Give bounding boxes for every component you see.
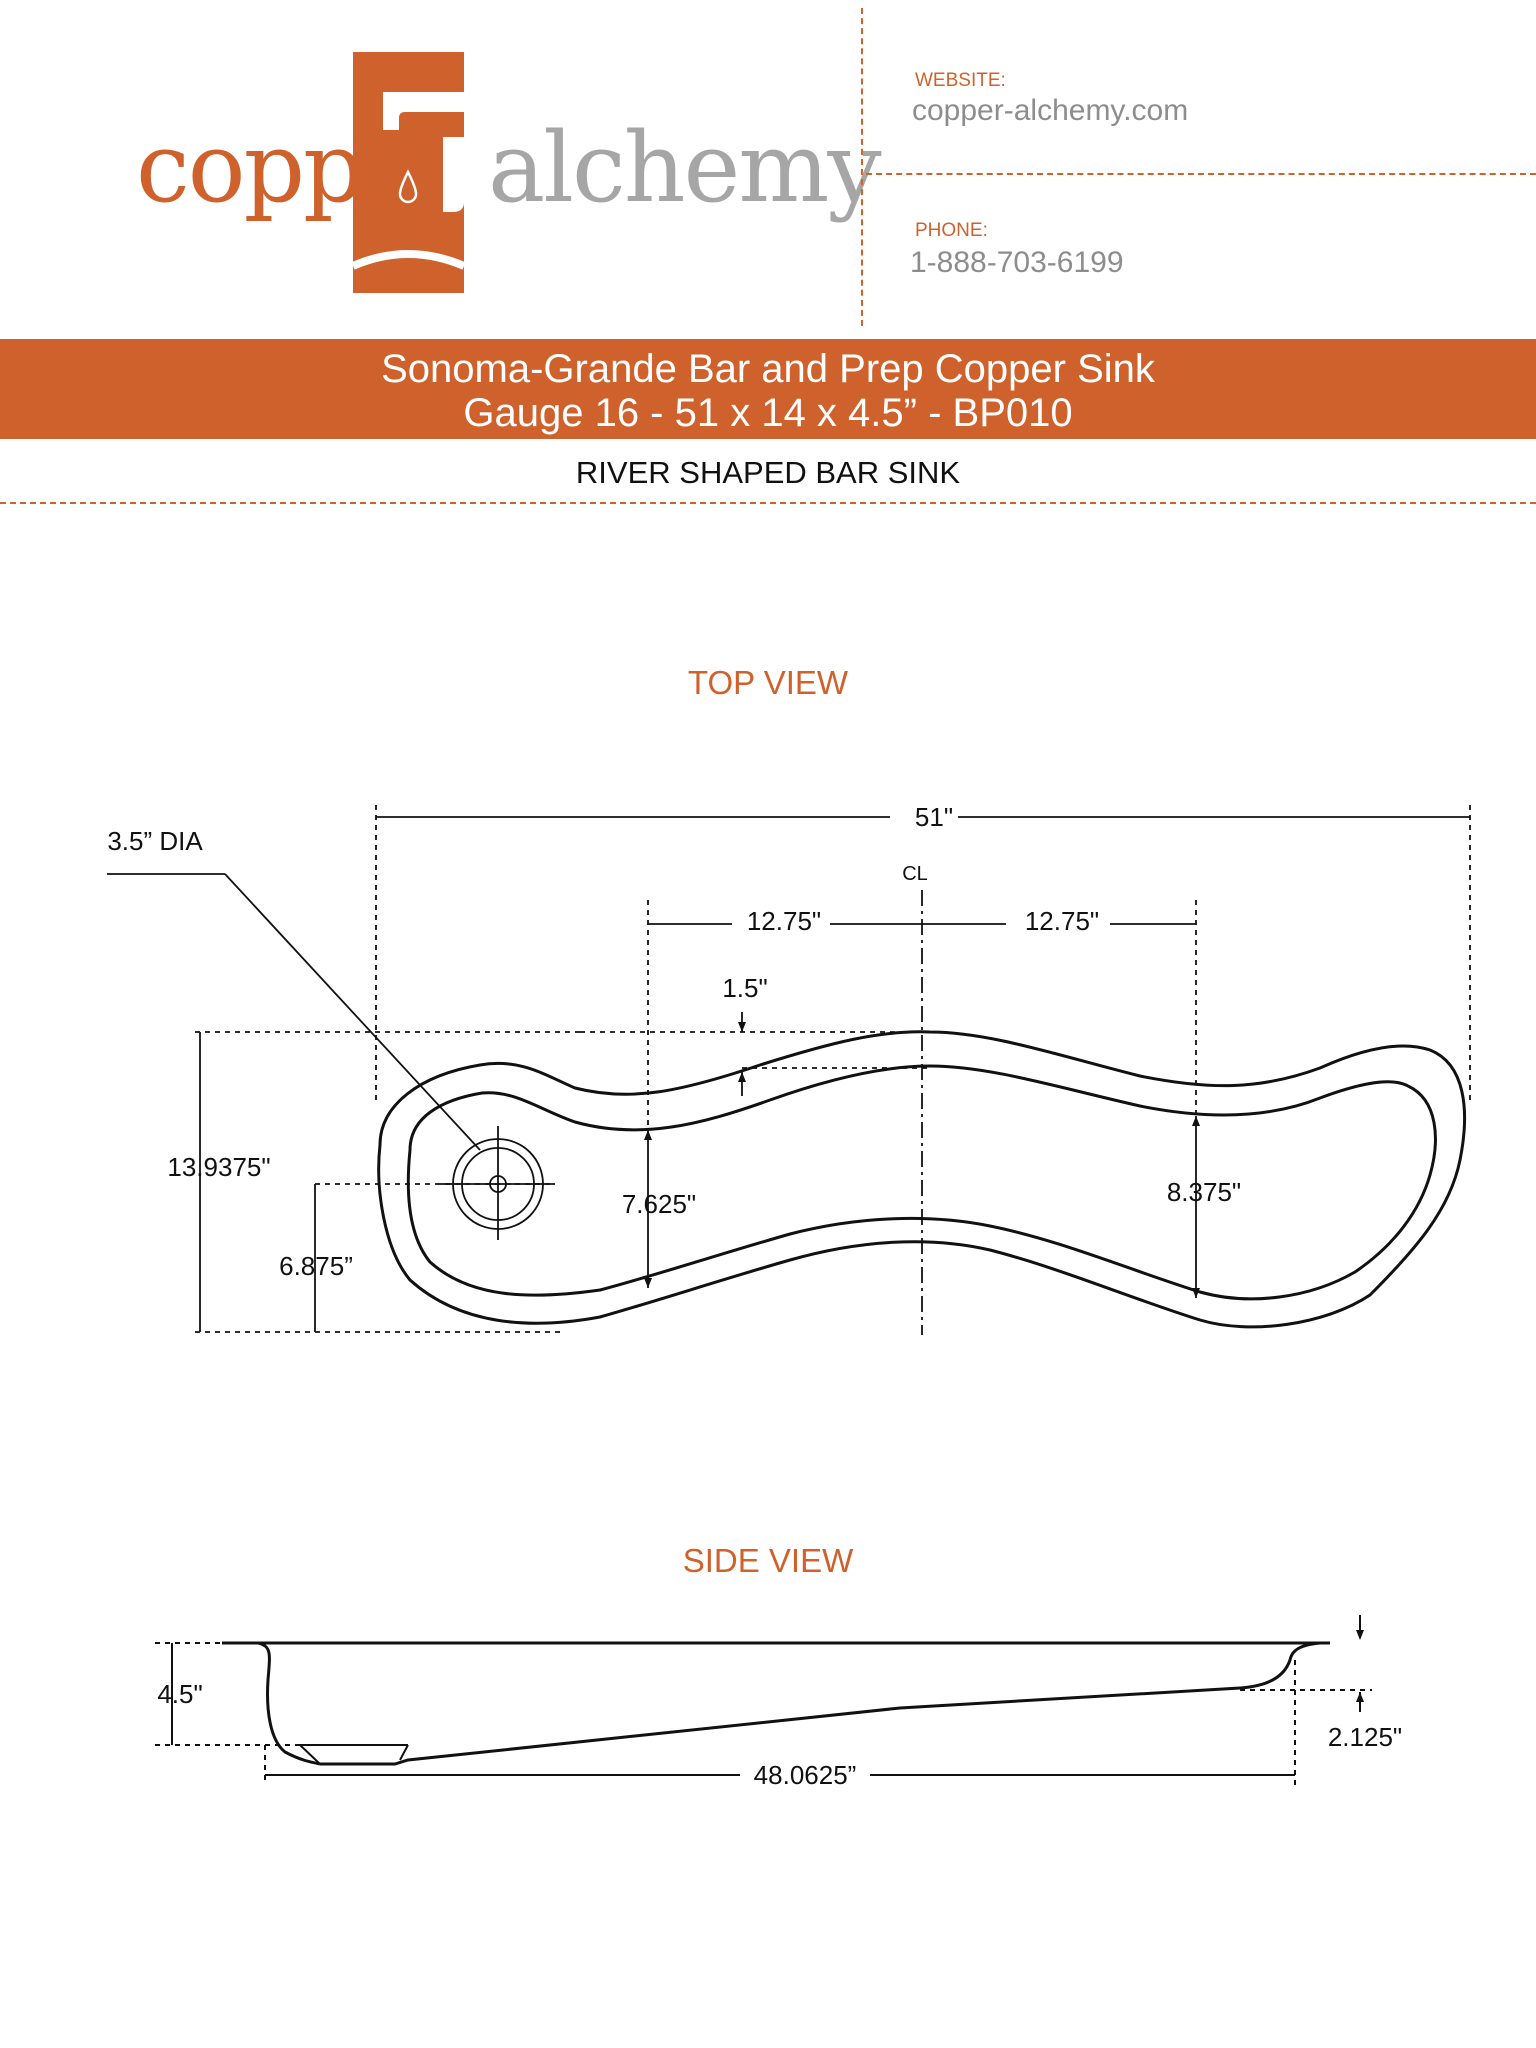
drain-dia-label: 3.5” DIA (107, 826, 203, 856)
logo-alchemy-text: alchemy (488, 112, 882, 224)
side-drain-right (399, 1744, 409, 1761)
side-48-label: 48.0625” (754, 1760, 857, 1790)
side-drain-left (299, 1744, 321, 1765)
product-subtitle: RIVER SHAPED BAR SINK (575, 455, 961, 490)
dim-7625-label: 7.625" (622, 1189, 696, 1219)
side-basin-bottom (320, 1641, 1321, 1766)
dim-8375-label: 8.375" (1167, 1177, 1241, 1207)
phone-number: 1-888-703-6199 (910, 246, 1124, 279)
dim-dip-label: 1.5" (722, 973, 767, 1003)
title-banner: Sonoma-Grande Bar and Prep Copper Sink G… (0, 339, 1536, 439)
sink-outer-rim (377, 1030, 1466, 1329)
dip-arrowhead-top (738, 1022, 746, 1032)
arrowhead-7625-top (644, 1130, 652, 1140)
header-vertical-divider (861, 8, 863, 326)
phone-label: PHONE: (915, 220, 988, 241)
dim-51-label: 51" (915, 802, 953, 832)
dip-arrowhead-bottom (738, 1072, 746, 1082)
dim-1275-left-label: 12.75" (747, 906, 821, 936)
side-2125-label: 2.125" (1328, 1722, 1402, 1752)
website-link[interactable]: copper-alchemy.com (912, 94, 1189, 127)
arrowhead-7625-bottom (644, 1278, 652, 1288)
arrowhead-8375-top (1192, 1116, 1200, 1126)
sink-inner-basin (406, 1064, 1437, 1301)
dim-2125-arrowhead-bottom (1356, 1692, 1364, 1702)
logo-faucet-icon (353, 52, 464, 293)
top-view-title: TOP VIEW (687, 664, 849, 701)
dim-drain-center-label: 6.875” (279, 1251, 353, 1281)
dim-1275-right-label: 12.75" (1025, 906, 1099, 936)
leader-diagonal (224, 873, 481, 1151)
product-title-line2: Gauge 16 - 51 x 14 x 4.5” - BP010 (463, 391, 1073, 435)
side-left-wall (257, 1641, 321, 1766)
side-view-title: SIDE VIEW (682, 1542, 854, 1579)
dim-width-label: 13.9375" (167, 1152, 270, 1182)
website-label: WEBSITE: (915, 70, 1006, 91)
product-title-line1: Sonoma-Grande Bar and Prep Copper Sink (381, 347, 1155, 391)
arrowhead-8375-bottom (1192, 1288, 1200, 1298)
centerline-label: CL (902, 863, 928, 885)
dim-2125-arrowhead-top (1356, 1630, 1364, 1640)
header-bottom-divider (0, 502, 1536, 504)
side-depth-label: 4.5" (157, 1679, 202, 1709)
contact-divider (866, 173, 1536, 175)
